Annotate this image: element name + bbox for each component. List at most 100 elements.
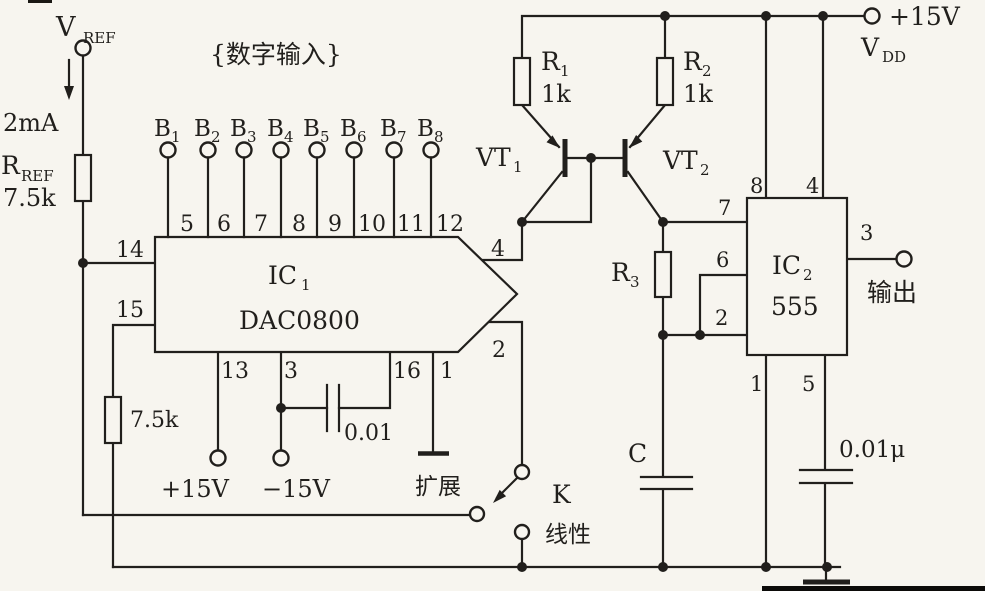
dac-pin-number: 12 bbox=[436, 212, 464, 237]
dac-pin13-label: 13 bbox=[221, 359, 249, 384]
plus15v-bottom-terminal bbox=[209, 449, 227, 467]
bit-terminal-4: B 4 8 bbox=[267, 116, 306, 239]
r2-value-label: 1k bbox=[683, 80, 713, 108]
rref-label: R bbox=[1, 151, 21, 180]
timer-pin8-label: 8 bbox=[750, 174, 763, 198]
bit-base-label: B bbox=[154, 116, 171, 142]
dac-pin-number: 6 bbox=[217, 212, 231, 237]
dac-pin4-label: 4 bbox=[491, 237, 505, 262]
ic2-part-label: 555 bbox=[771, 292, 819, 321]
bias-resistor-value: 7.5k bbox=[130, 408, 179, 433]
vt1-sub-label: 1 bbox=[513, 158, 523, 176]
dac-bottom-pin-wires bbox=[216, 350, 435, 454]
r1-value-label: 1k bbox=[541, 80, 571, 108]
bit-sub-label: 1 bbox=[171, 128, 181, 146]
bit-terminal-2: B 2 6 bbox=[194, 116, 231, 239]
scan-artifact-bottom bbox=[762, 586, 985, 591]
junction-dots bbox=[78, 11, 832, 572]
timer-pin5-label: 5 bbox=[802, 372, 815, 396]
timer-pin2-label: 2 bbox=[715, 306, 728, 330]
dac-pin16-label: 16 bbox=[393, 359, 421, 384]
switch-mode-label: 线性 bbox=[545, 522, 591, 548]
bit-base-label: B bbox=[417, 116, 434, 142]
rref-resistor bbox=[73, 153, 93, 203]
bit-base-label: B bbox=[194, 116, 211, 142]
ic2-name-label: IC bbox=[772, 251, 801, 280]
dac-pin-number: 7 bbox=[254, 212, 268, 237]
vt1-label: VT bbox=[475, 143, 511, 172]
dac-pin-number: 9 bbox=[328, 212, 342, 237]
vt2-label: VT bbox=[662, 146, 698, 175]
bias-resistor-7k5 bbox=[103, 395, 123, 445]
bit-base-label: B bbox=[230, 116, 247, 142]
current-arrow-head bbox=[64, 86, 74, 100]
r1-sub-label: 1 bbox=[560, 62, 570, 80]
rref-sub-label: REF bbox=[21, 167, 54, 185]
vref-terminal bbox=[74, 39, 92, 57]
r2-resistor bbox=[655, 56, 675, 107]
output-label: 输出 bbox=[867, 278, 917, 307]
r1-resistor bbox=[512, 56, 532, 107]
supply-pos-label: +15V bbox=[161, 475, 230, 503]
ic1-name-label: IC bbox=[268, 261, 297, 290]
vdd-label: V bbox=[860, 33, 880, 62]
timing-cap-wire bbox=[639, 333, 694, 569]
rail-voltage-label: +15V bbox=[889, 2, 961, 31]
dac-pin4-wire bbox=[479, 220, 524, 262]
bit-terminal-8: B 8 12 bbox=[417, 116, 464, 239]
expand-label: 扩展 bbox=[415, 474, 461, 500]
switch-name-label: K bbox=[552, 480, 572, 509]
output-terminal bbox=[895, 250, 913, 268]
bit-terminal-1: B 1 5 bbox=[154, 116, 194, 239]
bit-base-label: B bbox=[340, 116, 357, 142]
vref-sub-label: REF bbox=[83, 29, 116, 47]
current-label: 2mA bbox=[3, 109, 59, 137]
supply-neg-label: −15V bbox=[262, 475, 331, 503]
comp-cap-value: 0.01 bbox=[344, 421, 393, 446]
digital-input-note: {数字输入} bbox=[210, 40, 342, 69]
bit-sub-label: 3 bbox=[247, 128, 257, 146]
bit-terminal-7: B 7 11 bbox=[380, 116, 425, 239]
dac-pin3-label: 3 bbox=[284, 359, 298, 384]
bypass-cap-value: 0.01μ bbox=[839, 437, 905, 463]
c-label: C bbox=[628, 439, 647, 468]
bit-sub-label: 5 bbox=[320, 128, 330, 146]
vref-wire bbox=[81, 53, 157, 517]
dac-pin15-label: 15 bbox=[116, 298, 144, 323]
pin15-bias-wire bbox=[111, 323, 157, 569]
ic2-sub-label: 2 bbox=[803, 266, 813, 284]
r3-resistor bbox=[653, 250, 673, 299]
rref-value-label: 7.5k bbox=[3, 184, 56, 212]
ic1-sub-label: 1 bbox=[301, 276, 311, 294]
ic2-555-outline bbox=[745, 196, 849, 357]
scan-artifact-top bbox=[28, 0, 52, 3]
switch-contact-top bbox=[513, 463, 531, 481]
timer-pin1-label: 1 bbox=[750, 372, 763, 396]
vt2-sub-label: 2 bbox=[700, 161, 710, 179]
switch-k bbox=[468, 463, 531, 541]
plus15v-top-terminal bbox=[863, 7, 881, 25]
ic1-part-label: DAC0800 bbox=[239, 306, 360, 335]
dac-pin14-label: 14 bbox=[116, 238, 144, 263]
bit-base-label: B bbox=[380, 116, 397, 142]
minus15v-terminal bbox=[272, 449, 290, 467]
r1-label: R bbox=[541, 47, 561, 76]
dac-pin-number: 5 bbox=[180, 212, 194, 237]
timer-pin4-label: 4 bbox=[806, 174, 819, 198]
switch-contact-left bbox=[468, 505, 486, 523]
dac-pin-number: 11 bbox=[397, 212, 425, 237]
r3-label: R bbox=[611, 258, 631, 287]
dac-pin1-label: 1 bbox=[440, 359, 454, 384]
bit-base-label: B bbox=[303, 116, 320, 142]
ic1-dac0800-outline bbox=[153, 235, 519, 354]
bit-terminal-5: B 5 9 bbox=[303, 116, 342, 239]
bit-sub-label: 8 bbox=[434, 128, 444, 146]
dac-pin2-label: 2 bbox=[492, 338, 506, 363]
dac-pin-number: 8 bbox=[292, 212, 306, 237]
r2-sub-label: 2 bbox=[702, 62, 712, 80]
positive-rail-wire bbox=[520, 14, 866, 200]
vref-label: V bbox=[55, 12, 76, 43]
bit-sub-label: 2 bbox=[211, 128, 221, 146]
vt1-emitter-arrow bbox=[546, 135, 560, 148]
r3-sub-label: 3 bbox=[630, 273, 640, 291]
